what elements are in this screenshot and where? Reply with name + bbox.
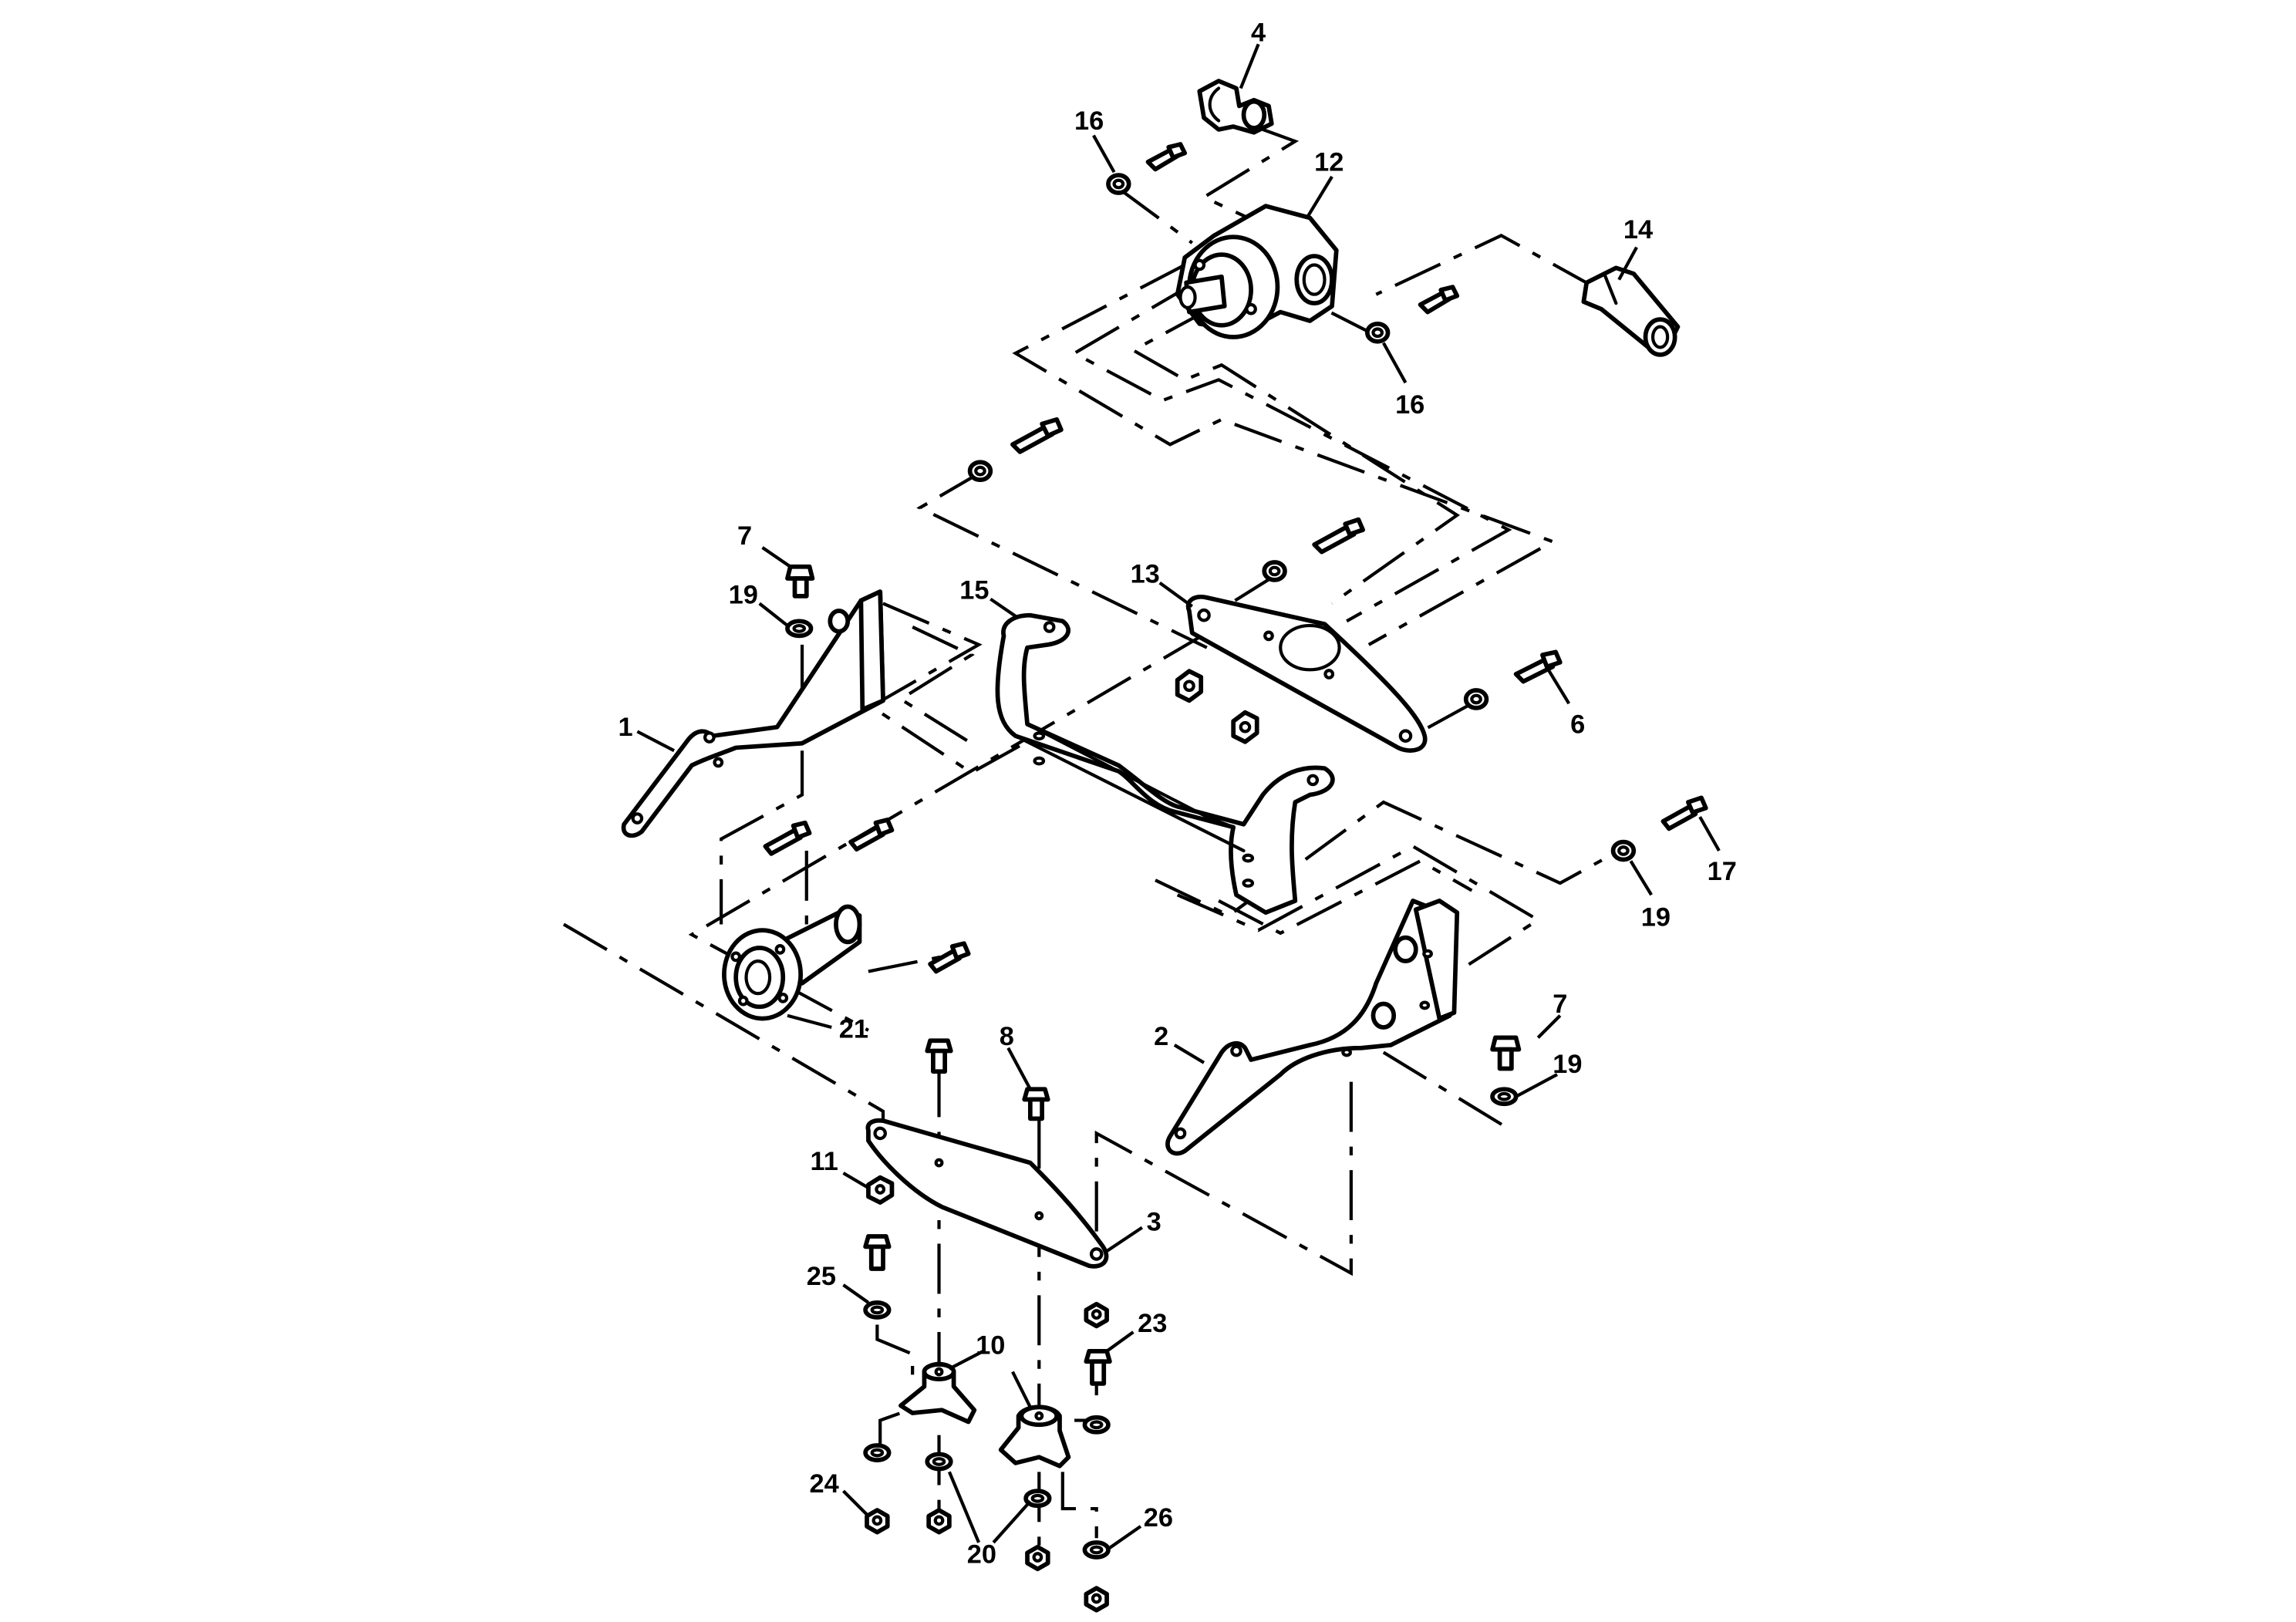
nut-under-3 — [1084, 1301, 1109, 1329]
rubber-mount-10-a — [899, 1361, 977, 1425]
callout-21: 21 — [839, 1014, 868, 1044]
callout-13: 13 — [1131, 560, 1160, 589]
shaft-hub-21 — [722, 904, 862, 1021]
callout-17: 17 — [1708, 857, 1737, 886]
washer-24 — [863, 1443, 892, 1462]
callout-6: 6 — [1570, 710, 1585, 739]
nut-24 — [865, 1508, 890, 1535]
nut-26 — [1084, 1586, 1109, 1613]
callout-16-top: 16 — [1074, 106, 1104, 136]
leader-lines — [636, 43, 1721, 1552]
bolt-washer-13 — [1262, 517, 1365, 582]
callout-3: 3 — [1147, 1207, 1161, 1236]
rubber-mount-10-b — [998, 1404, 1071, 1469]
bolt-8-a — [925, 1038, 953, 1074]
washer-20-b — [1023, 1489, 1052, 1509]
callout-26: 26 — [1144, 1503, 1173, 1533]
bolt-17 — [1660, 795, 1708, 831]
callout-7-lower: 7 — [1553, 990, 1567, 1019]
callout-10: 10 — [976, 1331, 1005, 1361]
callout-11: 11 — [811, 1147, 838, 1176]
mounting-plate-13 — [1185, 595, 1428, 753]
bolt-25 — [863, 1234, 892, 1271]
elbow-fitting-4 — [1197, 79, 1274, 135]
callout-20: 20 — [967, 1540, 996, 1570]
callout-19-upper: 19 — [729, 580, 758, 609]
callout-25: 25 — [807, 1262, 836, 1291]
bolts-21 — [763, 818, 971, 974]
assembly-dashed-lines — [562, 127, 1620, 1553]
bolt-washer-16-right — [1364, 285, 1460, 344]
callout-7-upper: 7 — [737, 521, 752, 551]
callout-23: 23 — [1138, 1309, 1167, 1338]
callout-14: 14 — [1623, 215, 1653, 244]
bolt-7-right — [1490, 1035, 1522, 1071]
callout-16-right: 16 — [1395, 390, 1424, 420]
callout-12: 12 — [1314, 147, 1344, 177]
callout-8: 8 — [1000, 1022, 1014, 1051]
link-plate-3 — [865, 1118, 1109, 1269]
callout-24: 24 — [810, 1469, 839, 1499]
bolt-7-upper — [785, 564, 815, 599]
washer-19-right — [1610, 839, 1637, 862]
callout-4: 4 — [1251, 18, 1266, 47]
callout-2: 2 — [1154, 1022, 1168, 1051]
bolt-washer-16-top — [1106, 142, 1188, 195]
nut-20-b — [1025, 1544, 1050, 1572]
callout-15: 15 — [959, 576, 989, 605]
callout-19-lower: 19 — [1553, 1050, 1582, 1079]
main-frame-15 — [995, 612, 1335, 916]
washer-19-upper — [785, 619, 814, 639]
nut-13-b — [1231, 710, 1259, 744]
bolt-8-b — [1022, 1087, 1050, 1121]
washer-19-lower — [1490, 1087, 1519, 1107]
callout-labels: 4 16 12 14 16 7 19 15 13 1 6 17 19 21 8 … — [618, 18, 1736, 1569]
nut-13-a — [1175, 669, 1204, 703]
bolt-washer-upper — [967, 417, 1064, 482]
nut-11 — [866, 1175, 895, 1205]
bolt-23 — [1084, 1349, 1112, 1386]
nut-20-a — [926, 1508, 952, 1535]
washer-25 — [863, 1300, 892, 1320]
washer-20-a — [925, 1452, 953, 1472]
bracket-2 — [1165, 899, 1460, 1156]
hydraulic-pump-12 — [1175, 204, 1339, 339]
callout-1: 1 — [618, 713, 632, 742]
washer-23 — [1082, 1415, 1111, 1435]
bracket-1 — [621, 589, 885, 838]
callout-19-right: 19 — [1641, 902, 1671, 932]
bolt-washer-6 — [1463, 649, 1563, 710]
washer-26 — [1082, 1540, 1111, 1560]
coupling-sleeve-14 — [1581, 265, 1681, 357]
